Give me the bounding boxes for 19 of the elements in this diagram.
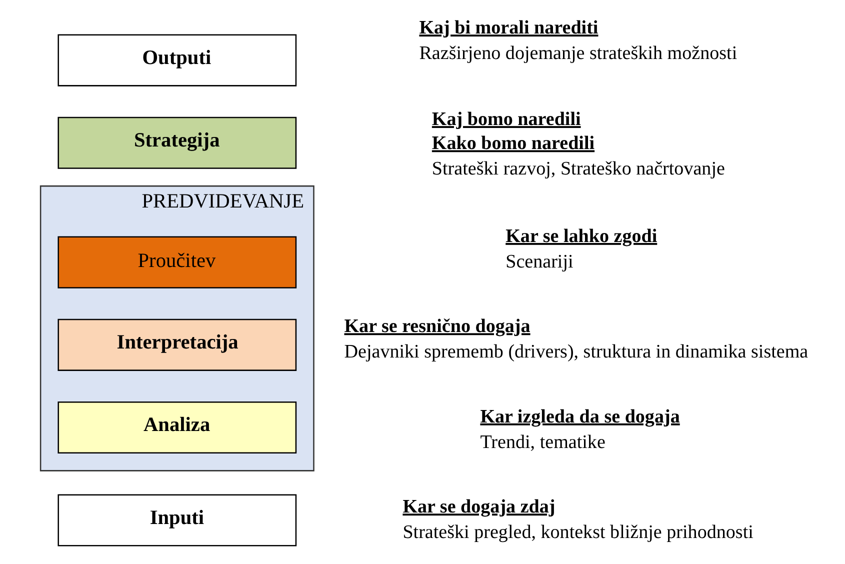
node-box: Proučitev <box>57 236 296 288</box>
node-label: Kar se dogaja zdaj <box>402 496 555 518</box>
node-label: Kar se resnično dogaja <box>344 316 530 338</box>
node-label: Kar izgleda da se dogaja <box>480 406 680 428</box>
node-label: Kar se lahko zgodi <box>505 226 657 247</box>
node-label: Kako bomo naredili <box>431 133 594 154</box>
node-box: Inputi <box>57 494 296 546</box>
node-label: Scenariji <box>505 251 573 272</box>
node-box: Outputi <box>57 34 296 86</box>
node-box: Interpretacija <box>57 318 296 371</box>
node-label: Strateški pregled, kontekst bližnje prihodnosti <box>402 522 753 544</box>
node-label: Strateški razvoj, Strateško načrtovanje <box>431 158 724 180</box>
node-label: Trendi, tematike <box>480 432 605 453</box>
node-label: Kaj bi morali narediti <box>418 18 598 39</box>
node-label: Razširjeno dojemanje strateških možnosti <box>418 42 737 64</box>
node-label: Kaj bomo naredili <box>431 109 580 130</box>
node-box: Analiza <box>57 401 296 454</box>
node-box: Strategija <box>57 116 296 169</box>
node-label: Dejavniki sprememb (drivers), struktura in dinamika sistema <box>344 342 808 363</box>
